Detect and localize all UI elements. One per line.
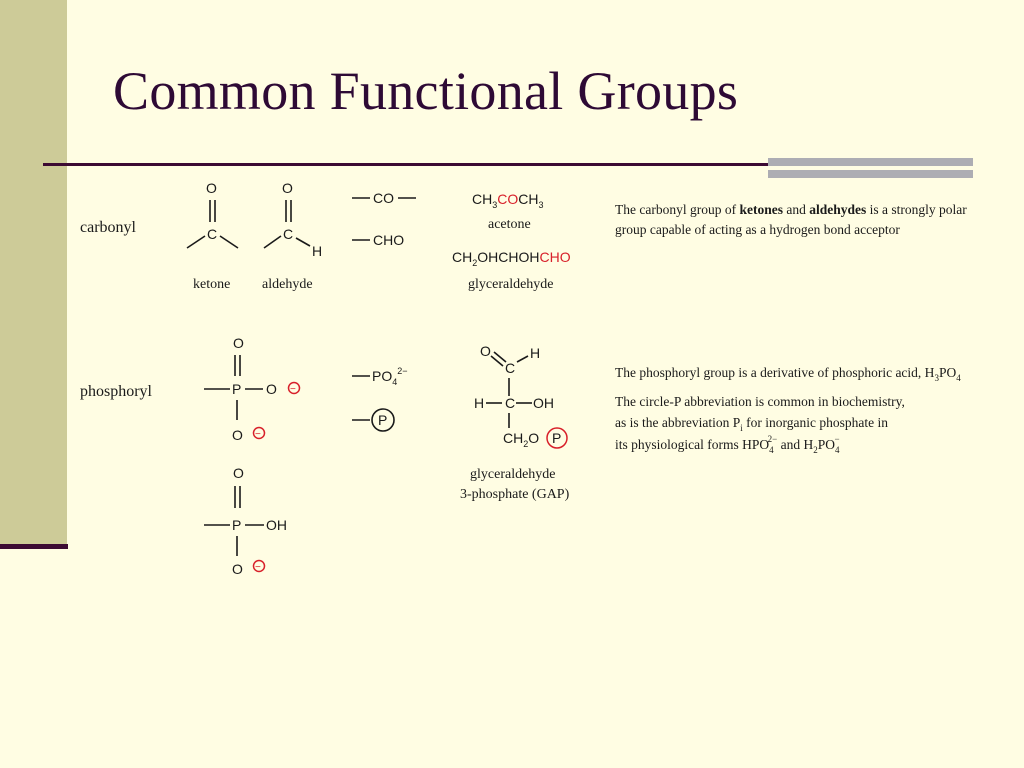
phosphoryl-desc-line3: as is the abbreviation Pi for inorganic … [615, 415, 888, 433]
gap-circle-p: P [552, 430, 561, 446]
p2-phosphorus: P [232, 517, 241, 533]
phosphoryl-desc-line1: The phosphoryl group is a derivative of … [615, 365, 961, 383]
aldehyde-hydrogen: H [312, 243, 322, 259]
phosphate-dianion-structure: O P O − O − [204, 335, 301, 443]
gap-h2: H [474, 395, 484, 411]
aldehyde-structure: O C H [263, 180, 322, 259]
p2-top-oxygen: O [233, 465, 244, 481]
carbonyl-desc-line1: The carbonyl group of ketones and aldehy… [615, 202, 967, 217]
carbonyl-label: carbonyl [80, 219, 137, 236]
gap-label-line1: glyceraldehyde [470, 467, 556, 482]
glyceraldehyde-label: glyceraldehyde [468, 277, 554, 292]
phosphate-monoanion-structure: O P OH O − [204, 465, 287, 577]
formula-po4: PO42− [372, 366, 408, 387]
p1-top-oxygen: O [233, 335, 244, 351]
title-rule [43, 163, 973, 166]
acetone-label: acetone [488, 217, 531, 232]
ketone-structure: O C [186, 180, 239, 249]
carbonyl-desc-line2: group capable of acting as a hydrogen bo… [615, 222, 900, 237]
p2-bottom-charge: − [255, 562, 261, 573]
gap-c2: C [505, 395, 515, 411]
slide-title: Common Functional Groups [113, 61, 739, 121]
gap-h1: H [530, 345, 540, 361]
aldehyde-carbon: C [283, 226, 293, 242]
phosphoryl-label: phosphoryl [80, 383, 153, 400]
p1-right-oxygen: O [266, 381, 277, 397]
ketone-label: ketone [193, 277, 230, 292]
gap-ch2o: CH2O [503, 430, 539, 449]
p2-hydroxyl: OH [266, 517, 287, 533]
sidebar-bar [0, 0, 67, 548]
gap-hydroxyl: OH [533, 395, 554, 411]
sidebar-accent-line [0, 544, 68, 549]
p1-right-charge: − [290, 384, 296, 395]
glyceraldehyde-formula: CH2OHCHOHCHO [452, 249, 571, 268]
acetone-formula: CH3COCH3 [472, 191, 544, 210]
formula-co: CO [373, 190, 394, 206]
phosphoryl-desc-line2: The circle-P abbreviation is common in b… [615, 394, 905, 409]
title-rule-accent [768, 158, 973, 178]
gap-label-line2: 3-phosphate (GAP) [460, 487, 570, 502]
p1-bottom-charge: − [255, 429, 261, 440]
phosphoryl-desc-line4: its physiological forms HPO42− and H2PO4… [615, 434, 840, 455]
p2-bottom-oxygen: O [232, 561, 243, 577]
aldehyde-oxygen: O [282, 180, 293, 196]
ketone-oxygen: O [206, 180, 217, 196]
p1-phosphorus: P [232, 381, 241, 397]
gap-c1: C [505, 360, 515, 376]
formula-cho: CHO [373, 232, 404, 248]
gap-structure: O C H H C OH CH2O P [474, 343, 568, 449]
ketone-carbon: C [207, 226, 217, 242]
gap-aldehyde-oxygen: O [480, 343, 491, 359]
aldehyde-label: aldehyde [262, 277, 313, 292]
p1-bottom-oxygen: O [232, 427, 243, 443]
circle-p-symbol: P [378, 412, 387, 428]
